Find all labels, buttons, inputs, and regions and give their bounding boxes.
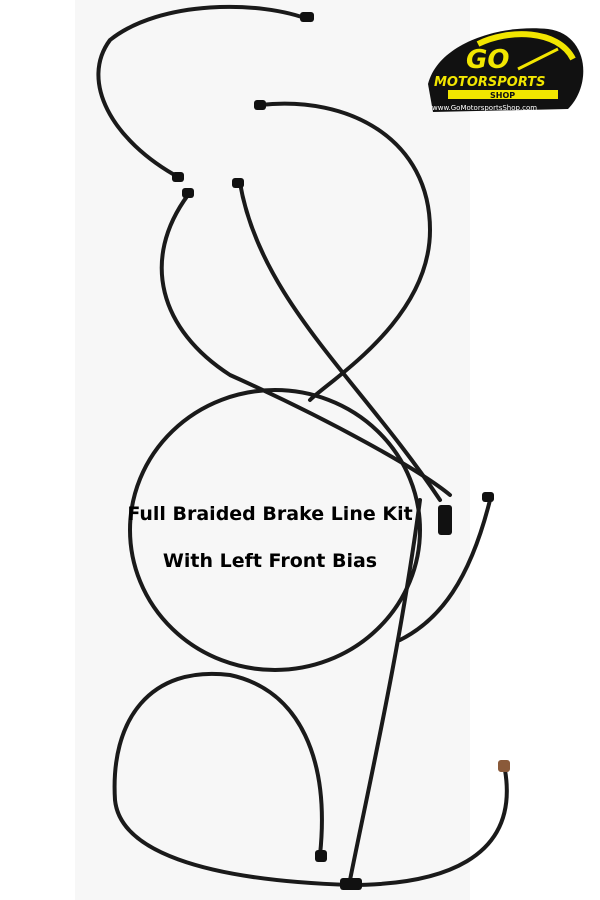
caption-title: Full Braided Brake Line Kit — [127, 503, 413, 525]
brake-line — [348, 498, 422, 882]
brake-line-loop — [128, 388, 422, 672]
brake-line — [348, 768, 509, 887]
logo-subtitle: MOTORSPORTS — [434, 75, 546, 90]
logo-shop: SHOP — [490, 91, 515, 100]
brake-line — [96, 4, 312, 180]
brake-line — [112, 671, 352, 887]
brake-line — [159, 193, 452, 497]
brake-line — [258, 101, 433, 402]
brake-line — [238, 181, 442, 502]
go-motorsports-logo: GO MOTORSPORTS SHOP www.GoMotorsportsSho… — [428, 28, 584, 113]
caption-subtitle: With Left Front Bias — [162, 550, 378, 572]
logo-title: GO — [466, 45, 509, 75]
logo-url: www.GoMotorsportsShop.com — [432, 104, 537, 112]
brake-line — [398, 498, 492, 642]
